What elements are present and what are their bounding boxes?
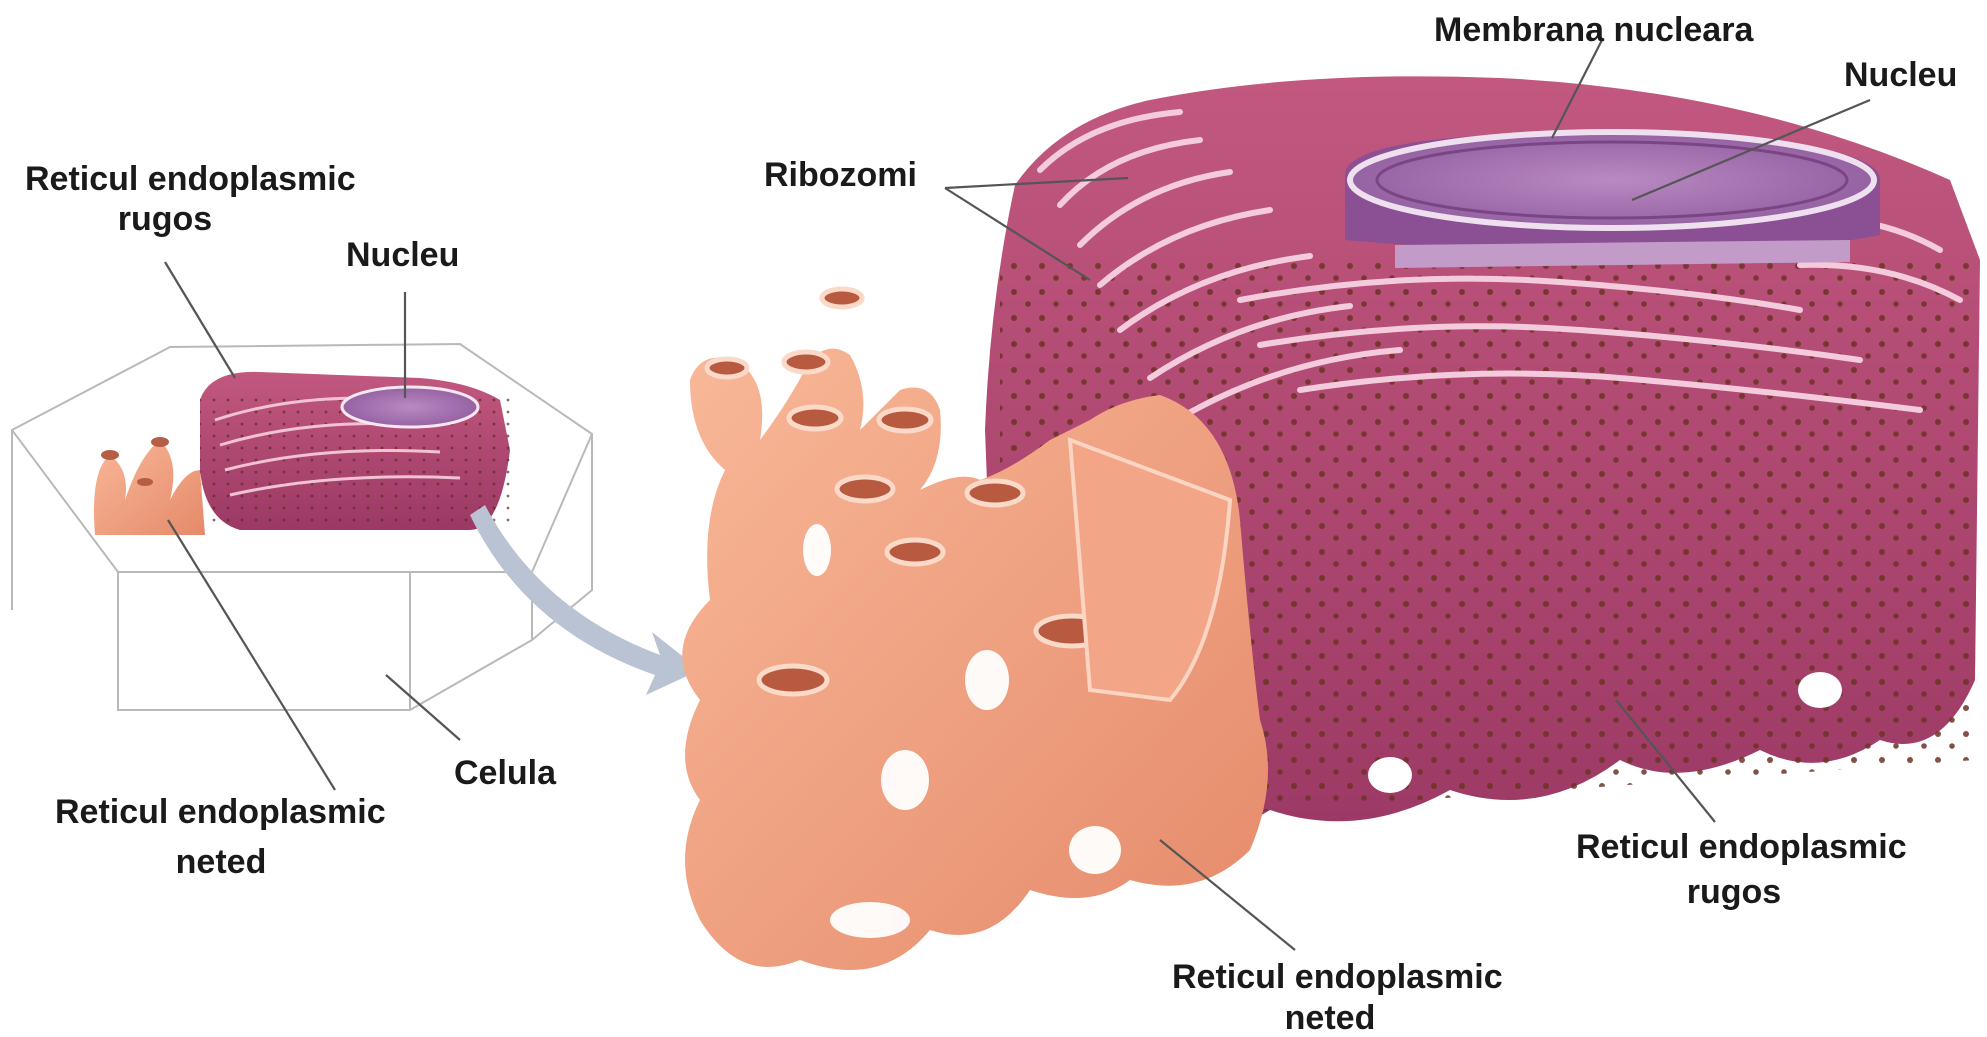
large-nucleus xyxy=(1345,132,1880,268)
label-small-smooth-er-line1: Reticul endoplasmic xyxy=(55,793,386,831)
label-small-rough-er-line2: rugos xyxy=(118,200,212,238)
label-ribosomes: Ribozomi xyxy=(764,156,917,194)
cell-rough-er xyxy=(200,372,510,530)
label-large-smooth-er-line2: neted xyxy=(1285,999,1376,1037)
label-small-smooth-er-line2: neted xyxy=(176,843,267,881)
leader-small-smooth-er xyxy=(168,520,335,790)
cell-smooth-er xyxy=(94,437,205,535)
label-large-smooth-er-line1: Reticul endoplasmic xyxy=(1172,958,1503,996)
cell-illustration xyxy=(12,344,700,710)
zoom-arrow xyxy=(470,505,700,695)
label-large-rough-er-line2: rugos xyxy=(1687,873,1781,911)
label-large-rough-er-line1: Reticul endoplasmic xyxy=(1576,828,1907,866)
leader-small-rough-er xyxy=(165,262,235,378)
label-small-rough-er-line1: Reticul endoplasmic xyxy=(25,160,356,198)
label-small-cell: Celula xyxy=(454,754,557,792)
leader-small-cell xyxy=(386,675,460,740)
label-nuclear-membrane: Membrana nucleara xyxy=(1434,11,1754,49)
label-large-nucleus: Nucleu xyxy=(1844,56,1957,94)
label-small-nucleus: Nucleu xyxy=(346,236,459,274)
cell-nucleus-icon xyxy=(342,387,478,427)
